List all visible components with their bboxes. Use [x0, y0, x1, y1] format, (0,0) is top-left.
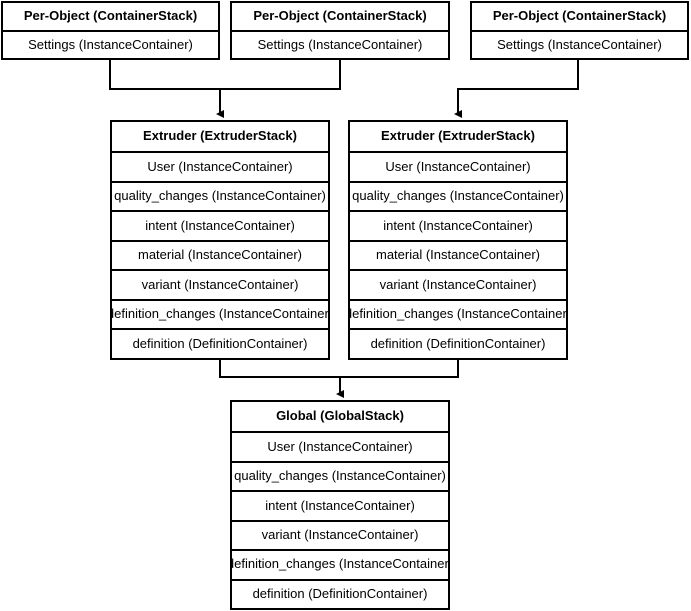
- node-row-intent: intent (InstanceContainer): [232, 490, 448, 520]
- node-row-quality-changes: quality_changes (InstanceContainer): [350, 180, 566, 211]
- node-row-variant: variant (InstanceContainer): [232, 519, 448, 550]
- node-row-intent: intent (InstanceContainer): [350, 210, 566, 240]
- node-row-intent: intent (InstanceContainer): [112, 210, 328, 240]
- node-header: Extruder (ExtruderStack): [112, 122, 328, 152]
- node-header: Global (GlobalStack): [232, 402, 448, 432]
- edge-extruder-2-to-global: [336, 360, 459, 398]
- edge-per-object-2-to-extruder-1: [216, 60, 341, 118]
- node-row-definition: definition (DefinitionContainer): [350, 328, 566, 358]
- node-header: Per-Object (ContainerStack): [472, 3, 687, 31]
- node-row-definition-changes: definition_changes (InstanceContainer): [350, 298, 566, 329]
- node-row-material: material (InstanceContainer): [112, 239, 328, 270]
- edge-per-object-1-to-extruder-1: [109, 60, 220, 90]
- node-row-variant: variant (InstanceContainer): [112, 269, 328, 299]
- node-row-quality-changes: quality_changes (InstanceContainer): [112, 180, 328, 211]
- edge-per-object-3-to-extruder-2: [454, 60, 579, 118]
- node-row-variant: variant (InstanceContainer): [350, 269, 566, 299]
- node-row-settings: Settings (InstanceContainer): [472, 30, 687, 58]
- node-header: Extruder (ExtruderStack): [350, 122, 566, 152]
- node-row-definition: definition (DefinitionContainer): [232, 578, 448, 609]
- node-row-user: User (InstanceContainer): [232, 431, 448, 461]
- node-extruder-2[interactable]: Extruder (ExtruderStack) User (InstanceC…: [348, 120, 568, 360]
- node-row-quality-changes: quality_changes (InstanceContainer): [232, 460, 448, 491]
- node-row-material: material (InstanceContainer): [350, 239, 566, 270]
- node-row-user: User (InstanceContainer): [350, 151, 566, 181]
- node-row-definition-changes: definition_changes (InstanceContainer): [112, 298, 328, 329]
- node-extruder-1[interactable]: Extruder (ExtruderStack) User (InstanceC…: [110, 120, 330, 360]
- node-row-settings: Settings (InstanceContainer): [3, 30, 218, 58]
- node-per-object-3[interactable]: Per-Object (ContainerStack) Settings (In…: [470, 1, 689, 60]
- node-row-user: User (InstanceContainer): [112, 151, 328, 181]
- node-per-object-2[interactable]: Per-Object (ContainerStack) Settings (In…: [230, 1, 450, 60]
- node-global-1[interactable]: Global (GlobalStack) User (InstanceConta…: [230, 400, 450, 610]
- node-per-object-1[interactable]: Per-Object (ContainerStack) Settings (In…: [1, 1, 220, 60]
- node-header: Per-Object (ContainerStack): [232, 3, 448, 31]
- node-row-definition: definition (DefinitionContainer): [112, 328, 328, 358]
- node-header: Per-Object (ContainerStack): [3, 3, 218, 31]
- node-row-settings: Settings (InstanceContainer): [232, 30, 448, 58]
- edge-extruder-1-to-global: [219, 360, 340, 378]
- node-row-definition-changes: definition_changes (InstanceContainer): [232, 549, 448, 579]
